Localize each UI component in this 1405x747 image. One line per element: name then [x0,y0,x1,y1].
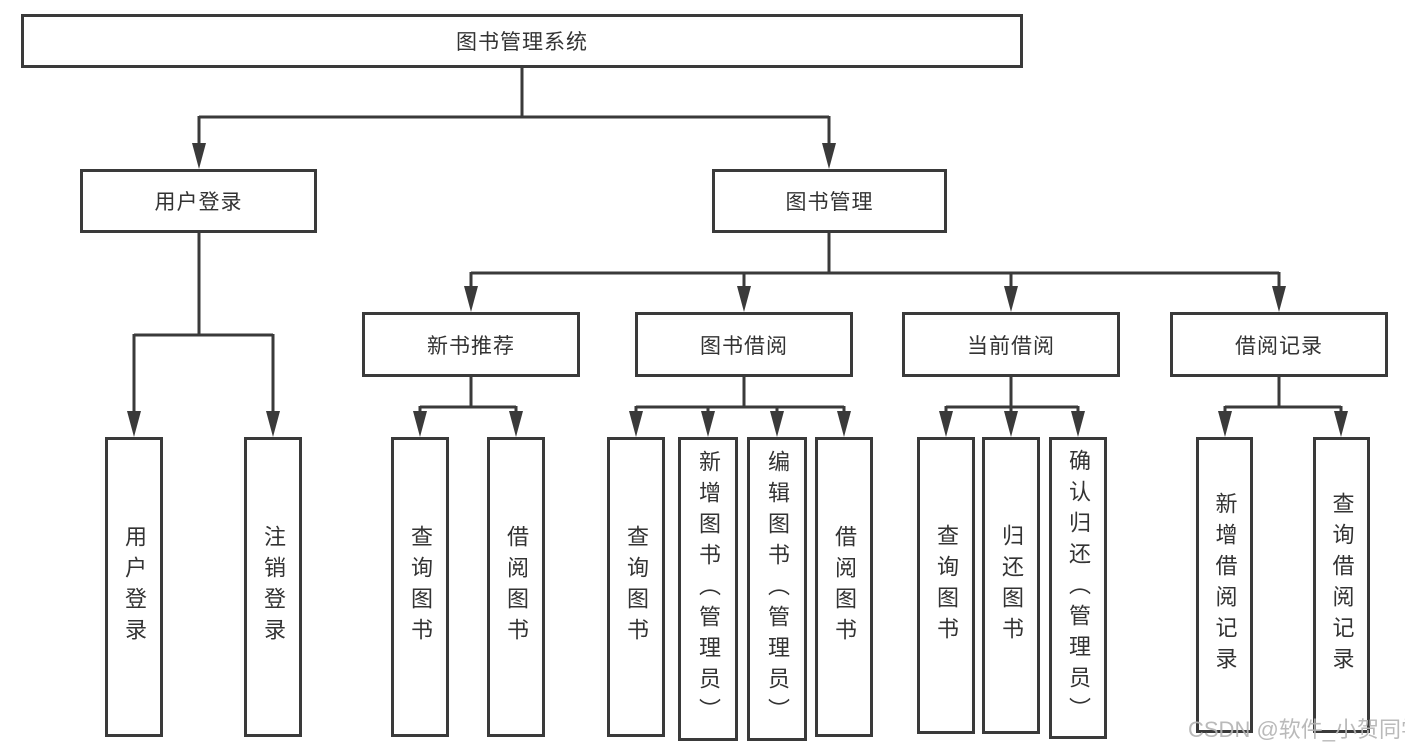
leaf-query-borrow-record: 查询借阅记录 [1313,437,1370,733]
leaf-edit-book-admin: 编辑图书（管理员） [747,437,807,741]
leaf-add-book-admin: 新增图书（管理员） [678,437,738,741]
leaf-return-book: 归还图书 [982,437,1040,734]
node-label: 新增图书（管理员） [696,449,721,729]
node-book-borrow: 图书借阅 [635,312,853,377]
leaf-borrow-book: 借阅图书 [815,437,873,737]
node-label: 借阅图书 [832,525,857,649]
node-label: 用户登录 [154,191,243,214]
leaf-add-borrow-record: 新增借阅记录 [1196,437,1253,733]
node-library-system: 图书管理系统 [21,14,1023,68]
node-label: 注销登录 [261,525,286,649]
node-label: 图书借阅 [700,334,788,358]
node-label: 当前借阅 [967,334,1055,358]
node-label: 编辑图书（管理员） [765,449,790,729]
node-borrow-records: 借阅记录 [1170,312,1388,377]
leaf-logout: 注销登录 [244,437,302,737]
node-current-borrow: 当前借阅 [902,312,1120,377]
leaf-query-books-recommend: 查询图书 [391,437,449,737]
leaf-borrow-books-recommend: 借阅图书 [487,437,545,737]
node-label: 查询图书 [408,525,433,649]
node-new-book-recommend: 新书推荐 [362,312,580,377]
node-label: 查询图书 [934,523,959,648]
node-label: 查询借阅记录 [1329,492,1355,678]
leaf-user-login: 用户登录 [105,437,163,737]
leaf-query-books-current: 查询图书 [917,437,975,734]
node-label: 新书推荐 [427,334,515,358]
node-label: 用户登录 [122,525,147,649]
node-book-management: 图书管理 [712,169,947,233]
node-label: 确认归还（管理员） [1066,448,1091,728]
node-user-login: 用户登录 [80,169,317,233]
node-label: 借阅图书 [504,525,529,649]
node-label: 借阅记录 [1235,334,1323,358]
node-label: 查询图书 [624,525,649,649]
node-label: 图书管理系统 [456,31,588,54]
leaf-confirm-return-admin: 确认归还（管理员） [1049,437,1107,739]
node-label: 归还图书 [999,523,1024,648]
node-label: 新增借阅记录 [1212,492,1238,678]
watermark: CSDN @软件_小贺同学 [1188,717,1405,742]
leaf-query-books-borrow: 查询图书 [607,437,665,737]
node-label: 图书管理 [785,191,874,214]
